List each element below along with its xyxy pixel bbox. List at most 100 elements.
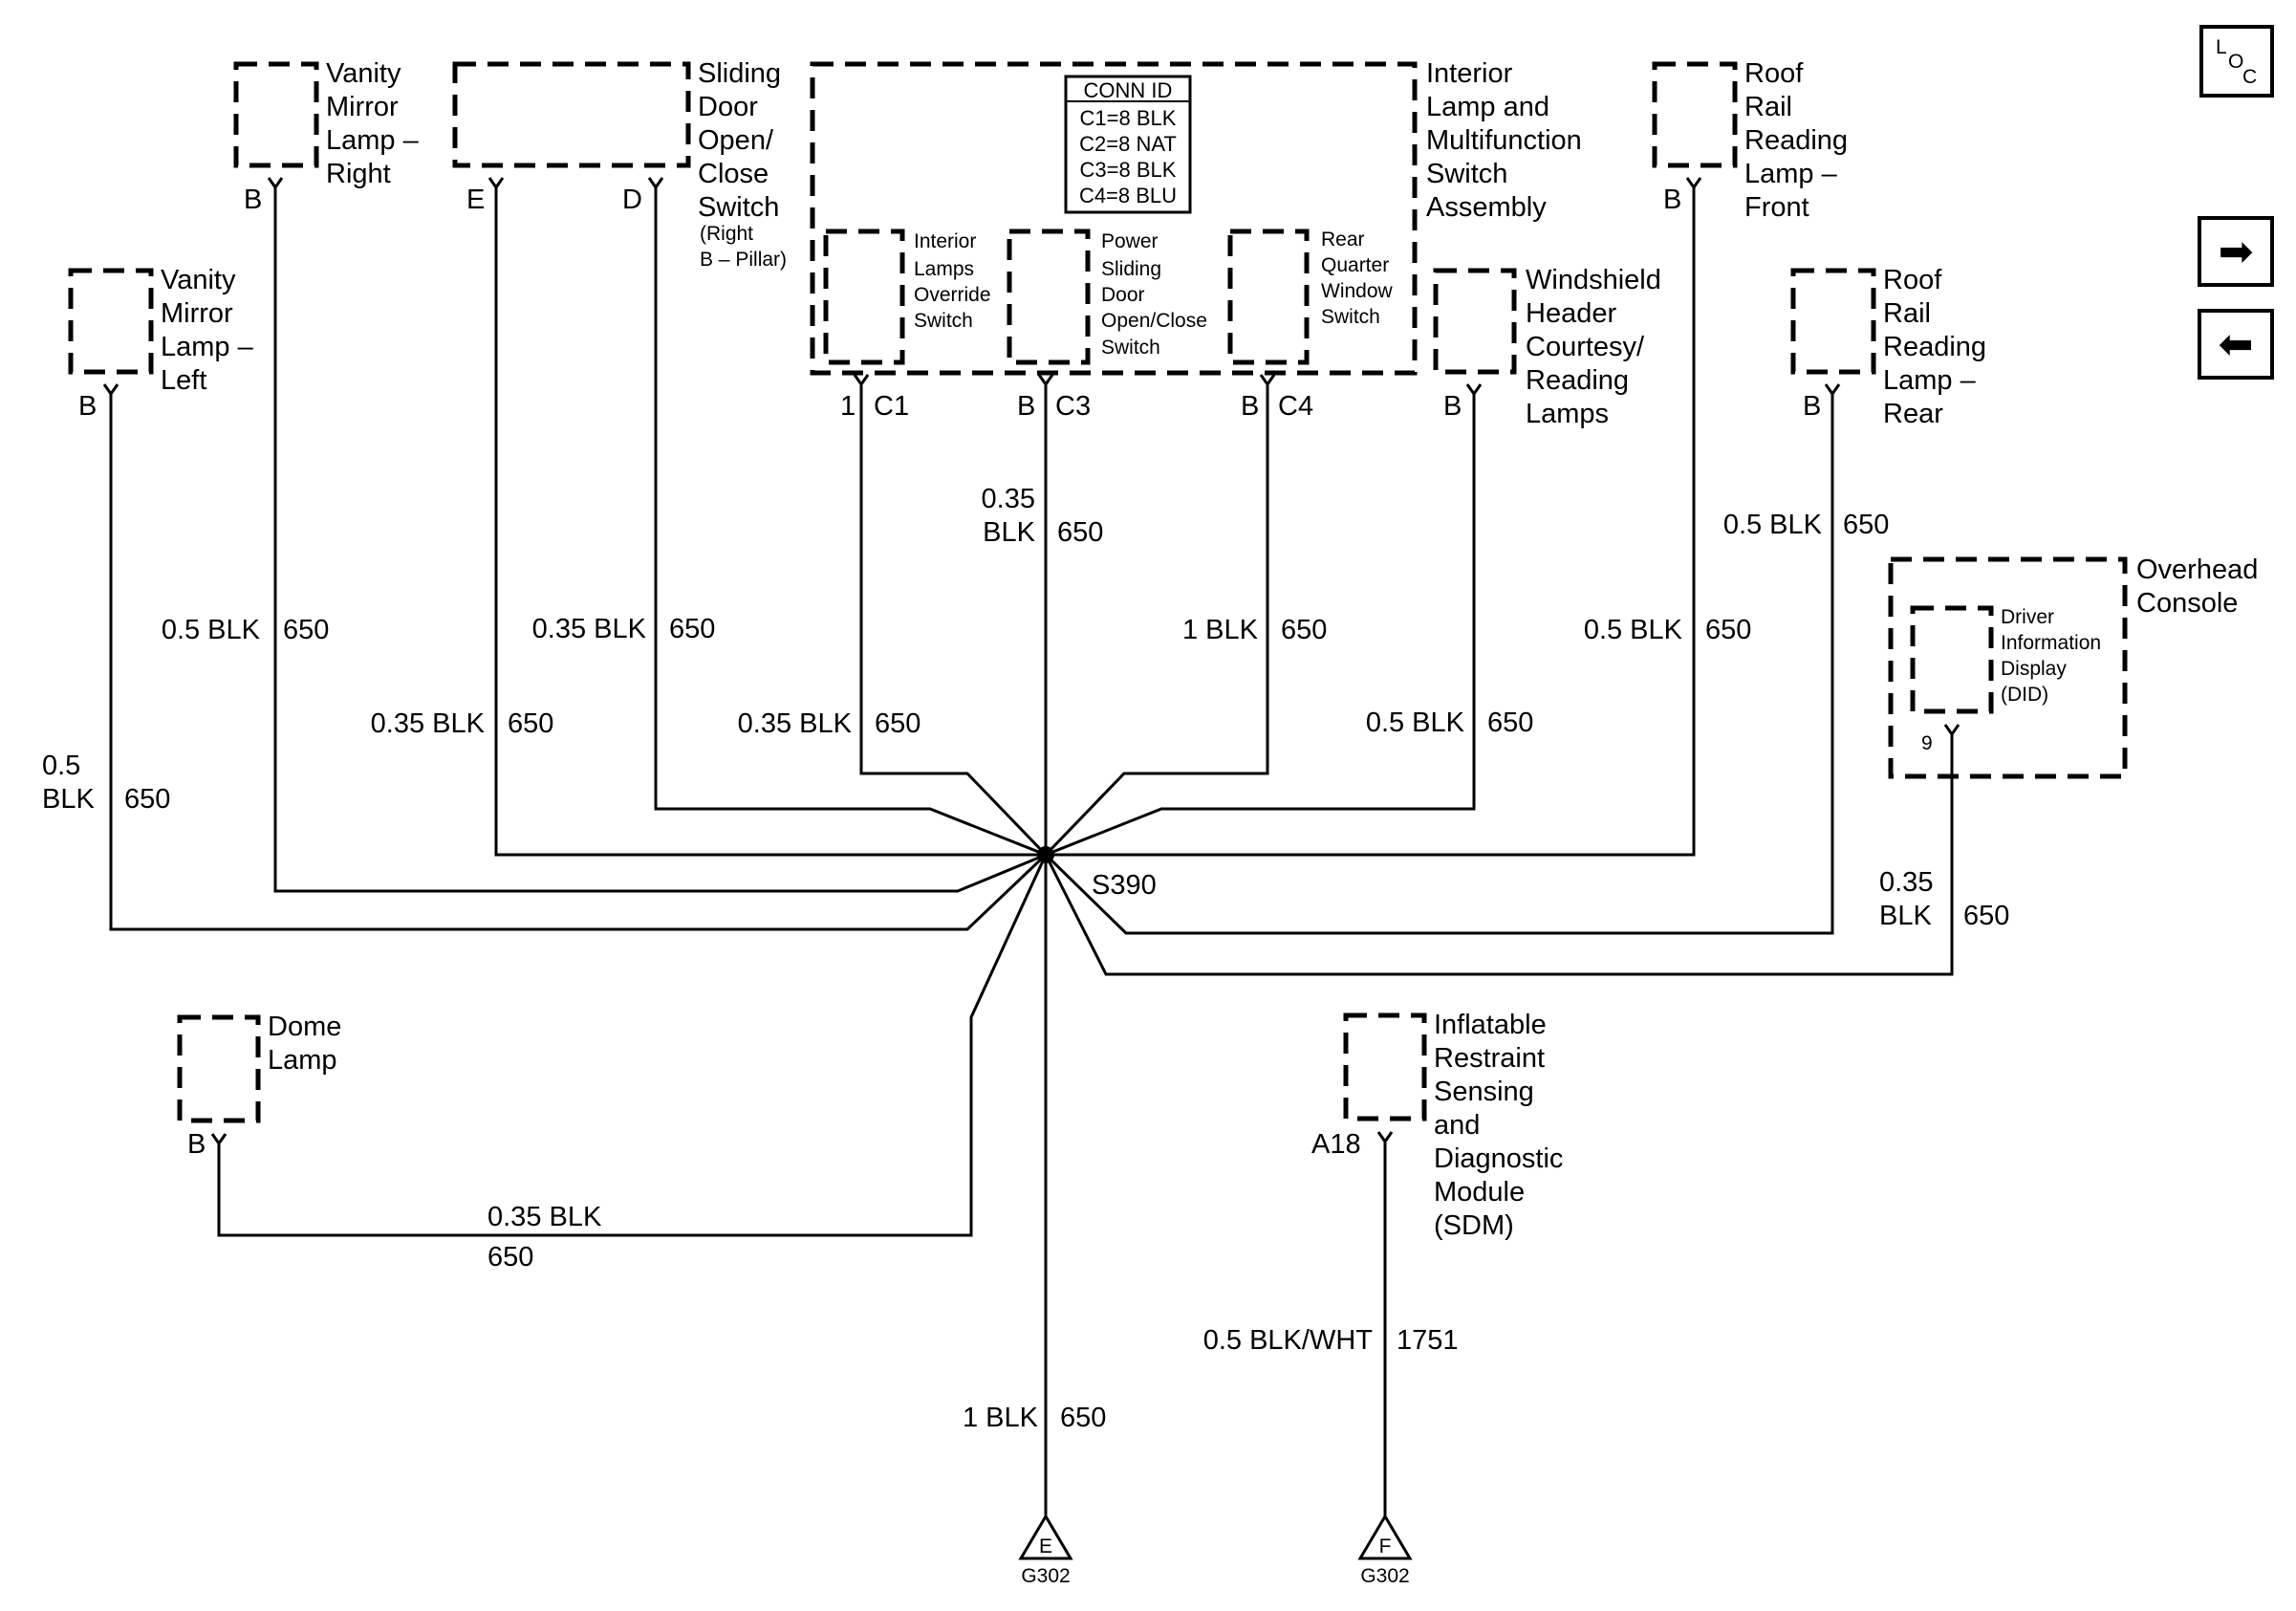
connector-symbol — [647, 177, 664, 190]
wire-did — [1044, 734, 1954, 976]
connector-symbol — [267, 177, 284, 190]
connector-label: C3 — [1055, 391, 1091, 422]
label-line: Right — [326, 159, 391, 189]
label-line: Courtesy/ — [1526, 332, 1645, 362]
label-line: Override — [914, 284, 991, 306]
label-line: Lamp – — [1744, 159, 1838, 189]
label-line: Console — [2136, 588, 2238, 619]
connector-symbol — [1943, 724, 1960, 737]
wire-circuit-label: 650 — [1705, 615, 1751, 645]
dome-lamp-label: Dome Lamp — [268, 1012, 341, 1076]
roof-rail-lamp-rear-label: Roof Rail Reading Lamp – Rear — [1883, 265, 1986, 429]
label-line: Front — [1744, 192, 1809, 223]
conn-id-line: C3=8 BLK — [1080, 158, 1177, 182]
label-line: Sensing — [1434, 1077, 1534, 1107]
loc-letter: C — [2242, 66, 2257, 88]
pin-label: B — [1803, 391, 1821, 422]
pin-label: B — [244, 185, 262, 215]
wire-vanity-right — [273, 187, 1047, 893]
previous-page-button[interactable]: ⬅ — [2198, 309, 2274, 380]
connector-symbol — [853, 374, 870, 387]
label-line: Power — [1101, 230, 1159, 252]
label-line: Rear — [1321, 229, 1365, 250]
wire-roof-front — [1046, 187, 1696, 857]
conn-id-line: C1=8 BLK — [1080, 106, 1177, 130]
arrow-right-icon: ➡ — [2219, 229, 2254, 275]
wire-circuit-label: 650 — [508, 708, 553, 739]
vanity-mirror-lamp-right-box — [233, 61, 319, 168]
conn-id-line: C4=8 BLU — [1079, 184, 1177, 207]
label-line: Lamp – — [326, 125, 420, 156]
wire-size-label: 0.35 BLK — [371, 708, 486, 739]
label-line: Restraint — [1434, 1043, 1545, 1074]
connector-symbol — [1465, 383, 1483, 397]
label-line: (SDM) — [1434, 1210, 1514, 1241]
label-line: Multifunction — [1426, 125, 1582, 156]
wire-size-label: 0.35 — [1879, 867, 1933, 898]
ground-label: G302 — [1360, 1565, 1409, 1587]
wire-labels: 0.5 BLK 650 0.5 BLK 650 0.35 BLK 650 0.3… — [42, 484, 2009, 1433]
label-line: Switch — [914, 310, 973, 332]
label-line: Reading — [1744, 125, 1848, 156]
pin-label: B — [1017, 391, 1035, 422]
label-line: Switch — [1426, 159, 1507, 189]
label-line: Roof — [1883, 265, 1942, 295]
pin-label: 9 — [1921, 732, 1933, 754]
interior-lamp-assembly-label: Interior Lamp and Multifunction Switch A… — [1426, 58, 1582, 223]
wire-circuit-label: 650 — [124, 784, 170, 815]
connector-symbols — [102, 177, 1960, 1146]
ground-letter: E — [1039, 1535, 1052, 1557]
wire-size-label: 0.35 BLK — [532, 614, 647, 644]
label-line: Interior — [914, 230, 976, 252]
label-line: Vanity — [161, 265, 236, 295]
next-page-button[interactable]: ➡ — [2198, 216, 2274, 287]
label-line: Module — [1434, 1177, 1525, 1208]
interior-lamp-assembly-box — [810, 61, 1418, 376]
wire-circuit-label: 650 — [1281, 615, 1327, 645]
label-line: Open/ — [698, 125, 774, 156]
pin-labels: B B E D 1 C1 B C3 B C4 B B B 9 B A18 — [78, 185, 1933, 1160]
wire-size-label: 0.35 BLK — [487, 1202, 602, 1232]
ground-letter: F — [1379, 1535, 1392, 1557]
vanity-mirror-lamp-right-label: Vanity Mirror Lamp – Right — [326, 58, 420, 189]
splice-s390-node — [1037, 846, 1054, 863]
wire-sliding-door-d — [654, 187, 1047, 857]
label-line: Switch — [1101, 337, 1160, 359]
label-line: Sliding — [1101, 258, 1161, 280]
label-line: Vanity — [326, 58, 401, 89]
override-switch-label: Interior Lamps Override Switch — [914, 230, 991, 332]
pin-label: E — [466, 185, 485, 215]
label-line: Display — [2001, 658, 2067, 680]
label-line: and — [1434, 1110, 1480, 1141]
ground-label: G302 — [1021, 1565, 1070, 1587]
wire-size-label: 0.5 BLK — [1584, 615, 1683, 645]
label-line: Door — [698, 92, 758, 122]
power-sliding-switch-label: Power Sliding Door Open/Close Switch — [1101, 230, 1207, 359]
location-button[interactable]: L O C — [2199, 25, 2274, 98]
connector-symbol — [210, 1133, 227, 1146]
label-line: Assembly — [1426, 192, 1547, 223]
wire-c4 — [1044, 384, 1269, 857]
label-line: Left — [161, 365, 206, 396]
rear-quarter-switch-box — [1227, 229, 1310, 365]
label-line: Window — [1321, 280, 1394, 302]
wire-size-label: 0.35 BLK — [738, 708, 853, 739]
connector-symbol — [1685, 177, 1702, 190]
wire-circuit-label: 650 — [1060, 1403, 1106, 1433]
wire-size-label: 1 BLK — [963, 1403, 1039, 1433]
label-line: Mirror — [161, 298, 233, 329]
connector-symbol — [1376, 1131, 1394, 1144]
wire-circuit-label: 650 — [1963, 901, 2009, 931]
pin-label: B — [1241, 391, 1259, 422]
connector-symbol — [102, 383, 119, 397]
label-note: (Right — [700, 223, 753, 245]
sdm-label: Inflatable Restraint Sensing and Diagnos… — [1434, 1010, 1563, 1241]
pin-label: 1 — [840, 391, 856, 422]
label-line: Switch — [1321, 306, 1380, 328]
wire-size-label: BLK — [1879, 901, 1932, 931]
windshield-header-lamps-box — [1433, 268, 1517, 375]
label-line: Overhead — [2136, 555, 2258, 585]
wire-size-label: 0.5 BLK — [162, 615, 261, 645]
overhead-console-label: Overhead Console — [2136, 555, 2258, 619]
